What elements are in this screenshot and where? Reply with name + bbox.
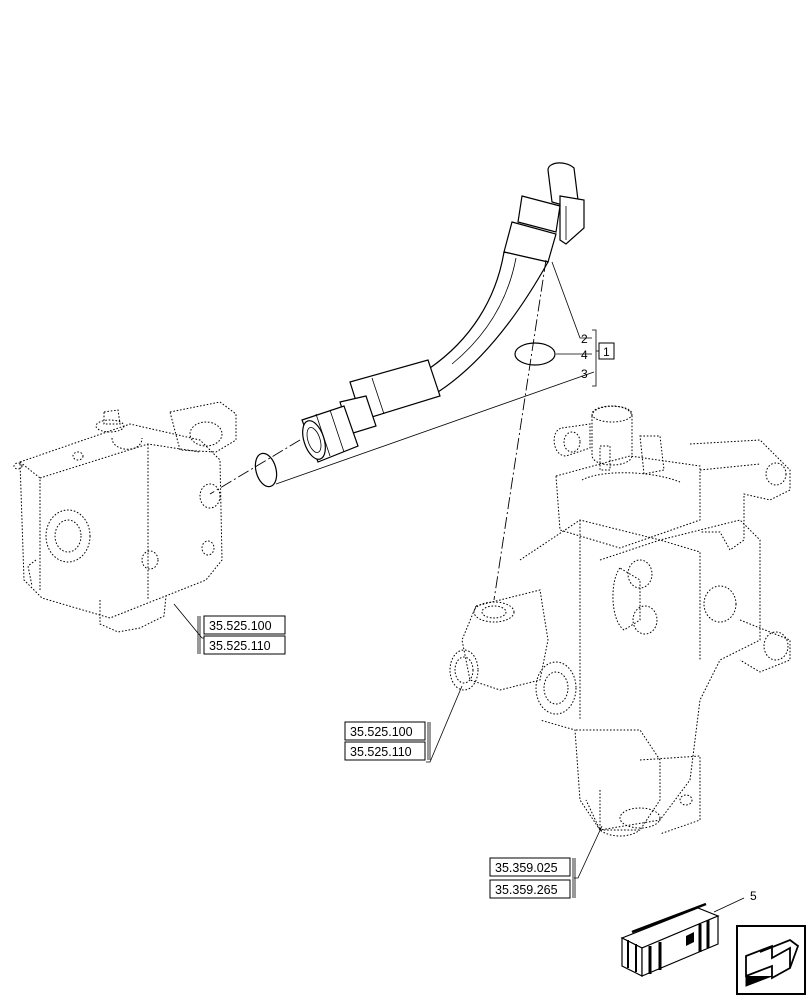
ref-control-valve-b[interactable]: 35.359.265 — [495, 883, 558, 897]
callout-group-1: 1 — [603, 345, 610, 359]
ref-main-valve-a[interactable]: 35.525.100 — [350, 725, 413, 739]
next-page-arrow-icon[interactable] — [736, 925, 806, 995]
ref-left-valve-b[interactable]: 35.525.110 — [209, 639, 271, 653]
leader-left-valve — [173, 603, 206, 639]
leader-2 — [551, 261, 592, 339]
callout-4: 4 — [581, 348, 588, 362]
callout-5: 5 — [750, 889, 757, 903]
leader-5 — [713, 897, 745, 913]
o-ring-upper — [514, 342, 556, 366]
bracket-2-4-3 — [592, 329, 597, 387]
main-control-valve — [449, 405, 791, 837]
hydraulic-hose — [301, 162, 585, 463]
ref-group-main-valve: 35.525.100 35.525.110 — [344, 721, 431, 761]
callout-2: 2 — [581, 332, 588, 346]
leader-main-valve — [426, 685, 463, 763]
left-valve-block — [13, 401, 237, 633]
centre-line-horizontal — [209, 439, 301, 495]
leader-control-valve — [574, 825, 603, 879]
ref-group-left-valve: 35.525.100 35.525.110 — [197, 615, 286, 655]
ref-group-control-valve: 35.359.025 35.359.265 — [489, 857, 576, 899]
kit-box-icon — [620, 902, 720, 977]
callout-3: 3 — [581, 367, 588, 381]
centre-line-vertical — [493, 259, 547, 601]
o-ring-lower — [254, 452, 278, 488]
ref-left-valve-a[interactable]: 35.525.100 — [209, 619, 272, 633]
leader-3 — [275, 371, 595, 485]
ref-main-valve-b[interactable]: 35.525.110 — [350, 745, 412, 759]
ref-control-valve-a[interactable]: 35.359.025 — [495, 861, 558, 875]
